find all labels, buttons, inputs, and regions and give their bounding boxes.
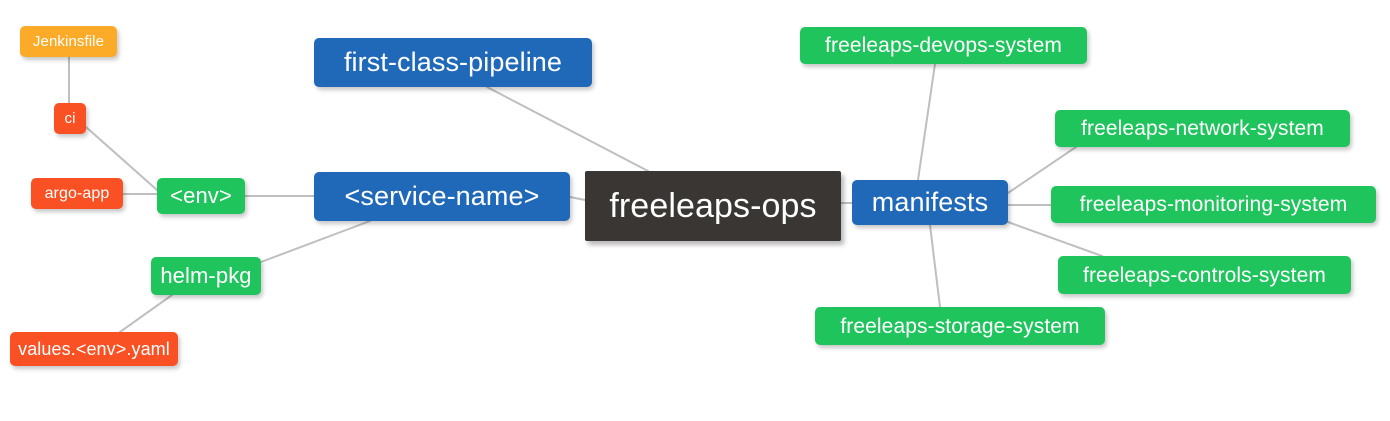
- edge-root-service-name: [569, 196, 586, 201]
- node-first-class-pipeline[interactable]: first-class-pipeline: [314, 38, 592, 87]
- edge-root-first-class-pipeline: [486, 86, 649, 172]
- node-root[interactable]: freeleaps-ops: [585, 171, 841, 241]
- node-freeleaps-monitoring-system[interactable]: freeleaps-monitoring-system: [1051, 186, 1376, 223]
- node-freeleaps-devops-system[interactable]: freeleaps-devops-system: [800, 27, 1087, 64]
- node-argo-app[interactable]: argo-app: [31, 178, 123, 209]
- node-ci[interactable]: ci: [54, 103, 86, 134]
- node-service-name[interactable]: <service-name>: [314, 172, 570, 221]
- edge-service-name-helm-pkg: [260, 220, 371, 263]
- node-manifests[interactable]: manifests: [852, 180, 1008, 225]
- node-values-env-yaml[interactable]: values.<env>.yaml: [10, 332, 178, 366]
- edge-manifests-controls: [1007, 221, 1103, 257]
- node-freeleaps-controls-system[interactable]: freeleaps-controls-system: [1058, 256, 1351, 294]
- node-freeleaps-storage-system[interactable]: freeleaps-storage-system: [815, 307, 1105, 345]
- edge-manifests-devops: [917, 63, 936, 181]
- edge-helm-pkg-values: [119, 294, 173, 333]
- node-freeleaps-network-system[interactable]: freeleaps-network-system: [1055, 110, 1350, 147]
- node-jenkinsfile[interactable]: Jenkinsfile: [20, 26, 117, 57]
- node-env[interactable]: <env>: [157, 178, 245, 214]
- node-helm-pkg[interactable]: helm-pkg: [151, 257, 261, 295]
- edge-manifests-storage: [929, 224, 941, 308]
